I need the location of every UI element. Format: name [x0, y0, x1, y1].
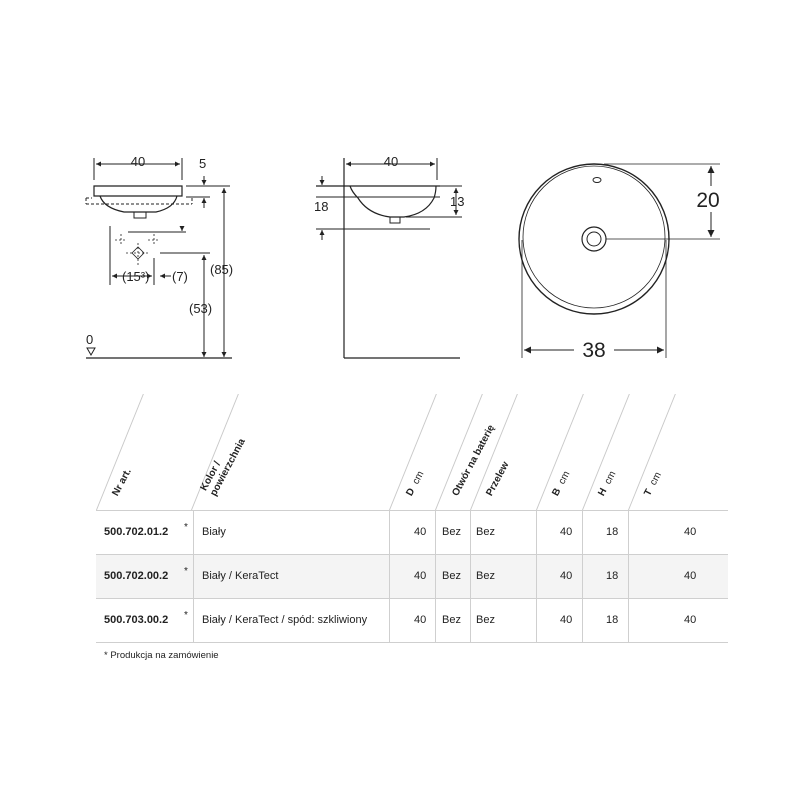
table-header: Nr art. Kolor /powierzchnia Dcm Otwór na…	[96, 394, 728, 510]
footnote: * Produkcja na zamówienie	[104, 650, 219, 661]
row-przelew: Bez	[476, 614, 495, 626]
row-otwor: Bez	[442, 614, 461, 626]
row-h: 18	[606, 614, 619, 626]
row-d: 40	[414, 570, 427, 582]
row-d: 40	[414, 526, 427, 538]
top-diameter-label: 38	[582, 339, 605, 362]
side-offset-b-label: (7)	[172, 269, 188, 284]
row-otwor: Bez	[442, 570, 461, 582]
header-h: Hcm	[596, 469, 619, 498]
row-h: 18	[606, 570, 619, 582]
top-inner-rim	[522, 165, 666, 309]
row-t: 40	[684, 526, 697, 538]
header-kolor: Kolor /powierzchnia	[198, 436, 248, 498]
row-otwor: Bez	[442, 526, 461, 538]
side-drain	[133, 211, 147, 219]
side-floor-label: 0	[86, 332, 93, 347]
spec-table: Nr art. Kolor /powierzchnia Dcm Otwór na…	[96, 394, 728, 643]
row-b: 40	[560, 526, 573, 538]
side-offset-a-label: (15³)	[122, 269, 149, 284]
side-rim-label: 5	[199, 156, 206, 171]
row-przelew: Bez	[476, 570, 495, 582]
table-body: 500.702.01.2 * Biały 40 Bez Bez 40 18 40…	[96, 510, 728, 643]
top-drain-inner	[586, 231, 602, 247]
row-t: 40	[684, 614, 697, 626]
technical-drawing: 40 5 (85) (53) (15³) (7) 0 40 18 13	[85, 154, 720, 362]
side-lower-height-label: (53)	[189, 301, 212, 316]
side-total-height-label: (85)	[210, 262, 233, 277]
row-d: 40	[414, 614, 427, 626]
row-asterisk: *	[184, 566, 188, 577]
header-t: Tcm	[642, 470, 664, 498]
row-przelew: Bez	[476, 526, 495, 538]
row-asterisk: *	[184, 522, 188, 533]
side-view	[85, 158, 232, 359]
row-article-number: 500.703.00.2	[104, 614, 169, 626]
header-b: Bcm	[550, 469, 573, 498]
row-asterisk: *	[184, 610, 188, 621]
row-b: 40	[560, 570, 573, 582]
header-nr-art: Nr art.	[110, 466, 134, 498]
table-row: 500.702.01.2 * Biały 40 Bez Bez 40 18 40	[96, 510, 728, 554]
section-basin-profile	[349, 185, 437, 218]
section-width-label: 40	[384, 154, 398, 169]
section-depth-label: 13	[450, 194, 464, 209]
table-row: 500.702.00.2 * Biały / KeraTect 40 Bez B…	[96, 554, 728, 598]
row-h: 18	[606, 526, 619, 538]
table-row: 500.703.00.2 * Biały / KeraTect / spód: …	[96, 598, 728, 643]
side-basin-rim	[93, 185, 183, 197]
row-t: 40	[684, 570, 697, 582]
row-color: Biały / KeraTect	[202, 570, 279, 582]
side-width-label: 40	[131, 154, 145, 169]
row-color: Biały	[202, 526, 226, 538]
row-article-number: 500.702.01.2	[104, 526, 169, 538]
section-view	[316, 158, 462, 359]
section-height-label: 18	[314, 199, 328, 214]
row-article-number: 500.702.00.2	[104, 570, 169, 582]
row-color: Biały / KeraTect / spód: szkliwiony	[202, 614, 368, 626]
top-drain-outer	[581, 226, 607, 252]
section-drain	[389, 216, 401, 224]
top-view	[518, 163, 720, 358]
row-b: 40	[560, 614, 573, 626]
header-d: Dcm	[404, 469, 427, 498]
top-radius-label: 20	[696, 189, 719, 212]
